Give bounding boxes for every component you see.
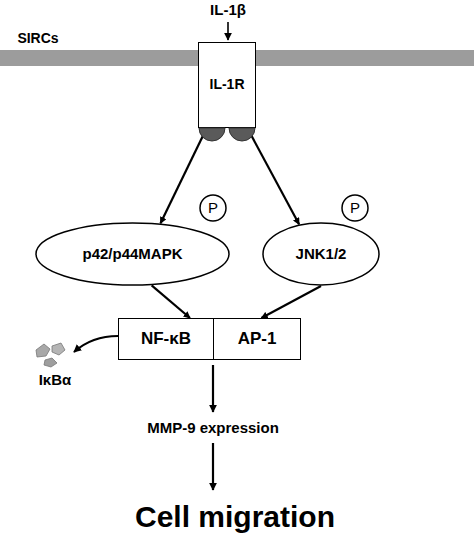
phospho-circle: P [199,194,227,222]
ligand-arrow [227,22,229,40]
flow-arrow [212,365,214,412]
expression-label: MMP-9 expression [123,420,303,437]
ellipse-outline [36,223,229,285]
node-text: p42/p44MAPK [82,246,182,263]
ellipse-outline [263,223,379,285]
signal-arrow [261,286,321,318]
node-text: IL-1R [210,77,245,92]
phospho-circle: P [341,194,369,222]
node-text: JNK1/2 [296,246,347,263]
protein-fragment [44,358,57,367]
node-text: AP-1 [238,330,277,349]
signal-arrow [247,128,299,224]
inhibitor-label: IκBα [20,372,90,389]
node-text: P [350,200,360,217]
flow-arrow [212,443,214,490]
signal-arrow [152,285,190,318]
degradation-arrow [74,336,118,352]
transcription-factor-box: NF-κB [118,318,214,360]
receptor-box: IL-1R [198,42,256,128]
protein-fragment [52,343,65,355]
receptor-domain [199,128,225,141]
kinase-ellipse: p42/p44MAPK [35,222,230,286]
cell-label: SIRCs [8,31,68,46]
ellipse-outline [200,195,226,221]
receptor-domain [229,128,255,141]
node-text: NF-κB [141,330,191,349]
ligand-label: IL-1β [200,2,256,19]
node-text: P [208,200,218,217]
protein-fragment [36,344,50,357]
outcome-label: Cell migration [115,500,355,533]
kinase-ellipse: JNK1/2 [262,222,380,286]
transcription-factor-box: AP-1 [213,318,301,360]
ellipse-outline [342,195,368,221]
